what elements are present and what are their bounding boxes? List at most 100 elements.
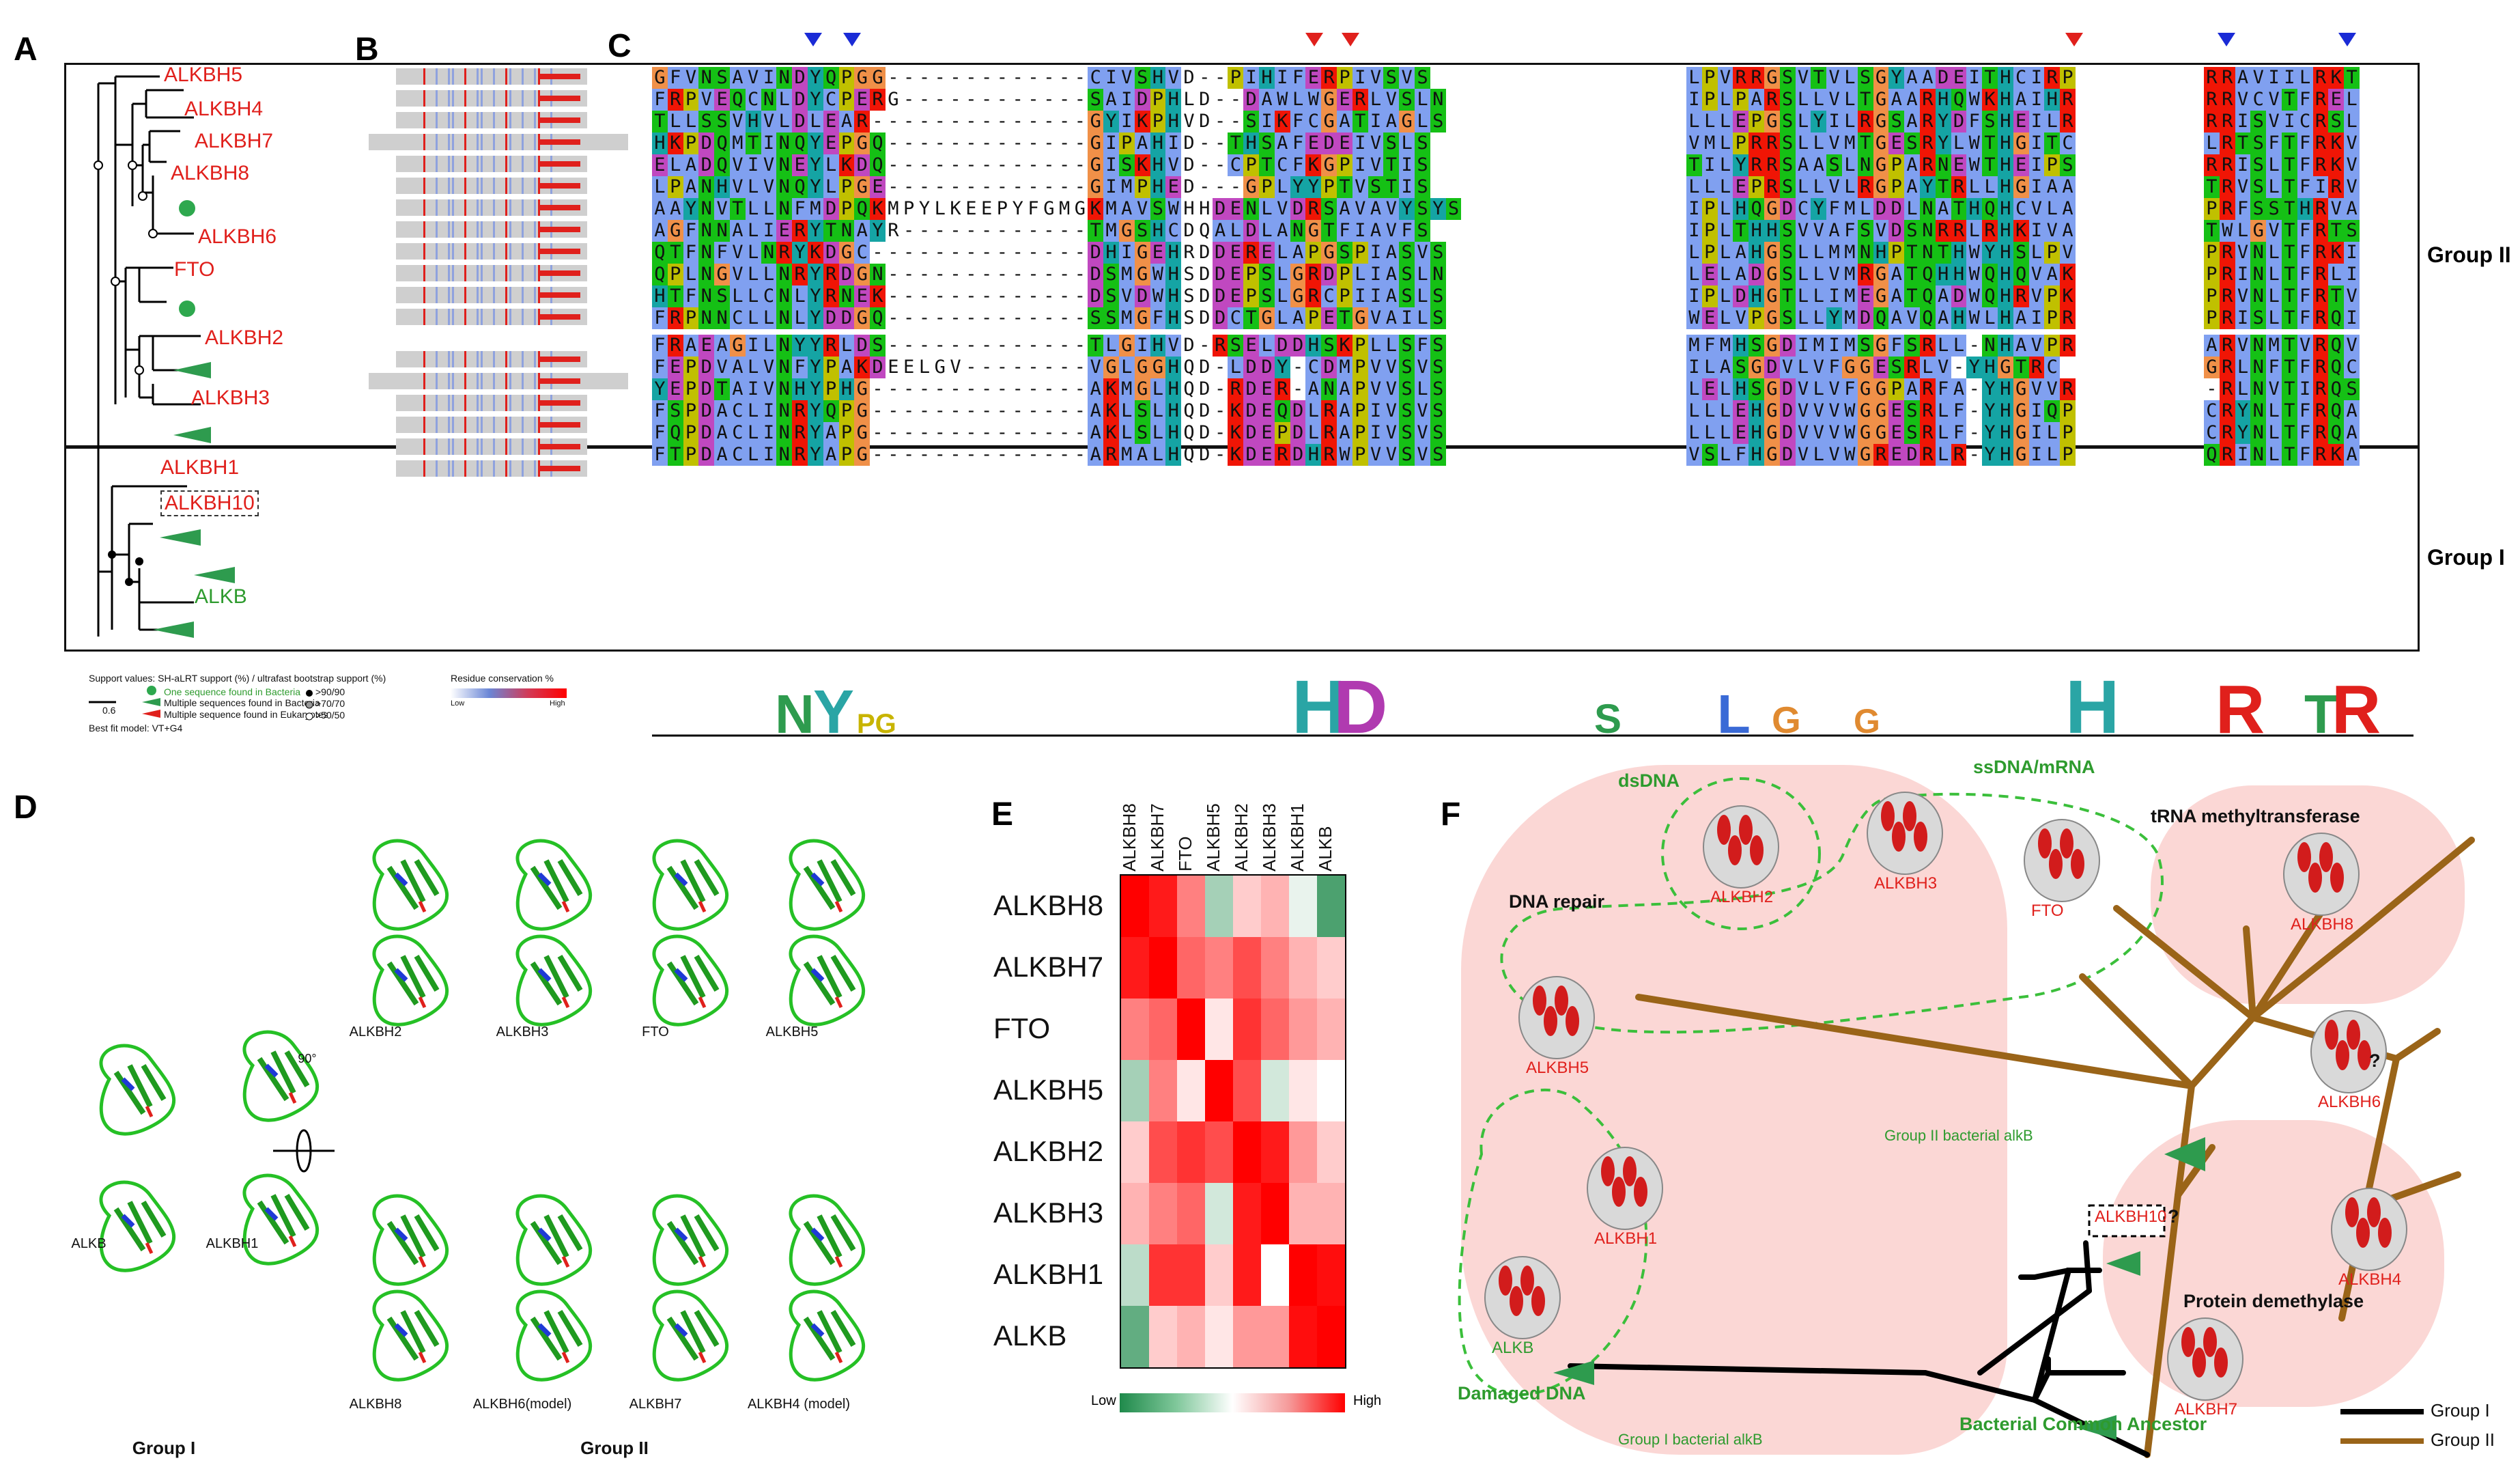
residue: I [1399, 176, 1415, 198]
residue: L [1305, 422, 1322, 444]
structure-label-fto: FTO [642, 1024, 669, 1039]
residue: G [854, 444, 870, 466]
residue: L [2266, 444, 2282, 466]
residue: I [1352, 220, 1368, 242]
residue: G [1074, 198, 1086, 219]
residue: D [1321, 132, 1337, 154]
residue: L [761, 264, 777, 285]
residue: L [2235, 378, 2251, 400]
conservation-tick [505, 68, 507, 85]
conservation-tick [448, 460, 450, 477]
residue: P [1118, 132, 1135, 154]
residue: F [2297, 285, 2313, 307]
residue: P [1337, 285, 1353, 307]
residue: E [667, 357, 683, 378]
residue: R [1857, 111, 1873, 132]
residue: H [1165, 89, 1182, 111]
residue: L [1904, 198, 1920, 220]
residue: A [1888, 307, 1905, 329]
residue: D [1951, 285, 1967, 307]
residue: F [652, 422, 668, 444]
residue: L [776, 111, 793, 132]
residue: - [950, 220, 961, 241]
conservation-tick [448, 156, 450, 172]
residue: G [1764, 400, 1780, 422]
residue: - [1058, 89, 1071, 110]
residue: G [1873, 154, 1889, 176]
residue: N [698, 67, 715, 89]
residue: D [1199, 422, 1211, 443]
residue: H [1165, 242, 1182, 264]
residue: T [1088, 335, 1104, 357]
residue: V [761, 357, 777, 378]
conservation-tick [481, 287, 483, 303]
conservation-tick [505, 351, 507, 367]
residue: I [1826, 335, 1842, 357]
residue: R [2219, 154, 2235, 176]
residue: G [1088, 176, 1104, 198]
residue: D [1243, 444, 1260, 466]
heatmap-row-label: ALKB [993, 1320, 1067, 1352]
residue: H [1150, 132, 1166, 154]
residue: A [729, 67, 746, 89]
conservation-tick [436, 90, 438, 107]
heatmap-cell [1177, 1306, 1205, 1367]
residue: G [1764, 242, 1780, 264]
residue: R [854, 111, 870, 132]
residue: E [698, 335, 715, 357]
residue: I [1118, 111, 1135, 132]
conservation-highlight [539, 400, 580, 406]
heatmap-cell [1317, 1306, 1345, 1367]
residue: H [1733, 198, 1749, 220]
residue: C [2297, 111, 2313, 132]
heatmap-cell [1205, 1306, 1233, 1367]
heatmap-cell [1149, 1183, 1177, 1244]
residue: T [1779, 285, 1796, 307]
residue: L [1795, 176, 1811, 198]
residue: - [934, 242, 946, 263]
residue: I [2344, 264, 2360, 285]
residue: - [965, 264, 977, 285]
conservation-tick [477, 417, 479, 433]
residue: - [996, 89, 1008, 110]
residue: F [2297, 422, 2313, 444]
residue: V [761, 154, 777, 176]
residue: S [1399, 444, 1415, 466]
residue: K [1228, 400, 1244, 422]
residue: S [1383, 132, 1400, 154]
residue: S [2250, 176, 2267, 198]
protein-fto [2024, 819, 2100, 902]
residue: N [776, 422, 793, 444]
residue: M [2266, 335, 2282, 357]
conservation-tick [522, 134, 524, 150]
residue: M [1717, 335, 1733, 357]
residue: L [1966, 220, 1983, 242]
conservation-highlight [539, 74, 580, 79]
residue: T [2281, 89, 2297, 111]
rotation-label: 90° [298, 1052, 317, 1065]
residue: H [1150, 176, 1166, 198]
residue: R [2219, 67, 2235, 89]
residue: S [1134, 400, 1150, 422]
heatmap-cell [1205, 937, 1233, 999]
residue: K [1982, 89, 1998, 111]
residue: - [1214, 422, 1226, 443]
residue: R [888, 220, 899, 241]
residue: Q [714, 132, 730, 154]
residue: T [1383, 154, 1400, 176]
residue: - [903, 335, 915, 356]
residue: Y [2235, 422, 2251, 444]
residue: Y [1430, 198, 1446, 220]
residue: D [823, 198, 839, 220]
residue: L [1686, 422, 1702, 444]
residue: D [1321, 264, 1337, 285]
residue: - [934, 154, 946, 176]
residue: G [1749, 357, 1764, 378]
residue: - [1074, 307, 1086, 329]
conservation-tick [464, 438, 466, 455]
residue: S [1779, 307, 1796, 329]
conservation-tick [493, 90, 495, 107]
